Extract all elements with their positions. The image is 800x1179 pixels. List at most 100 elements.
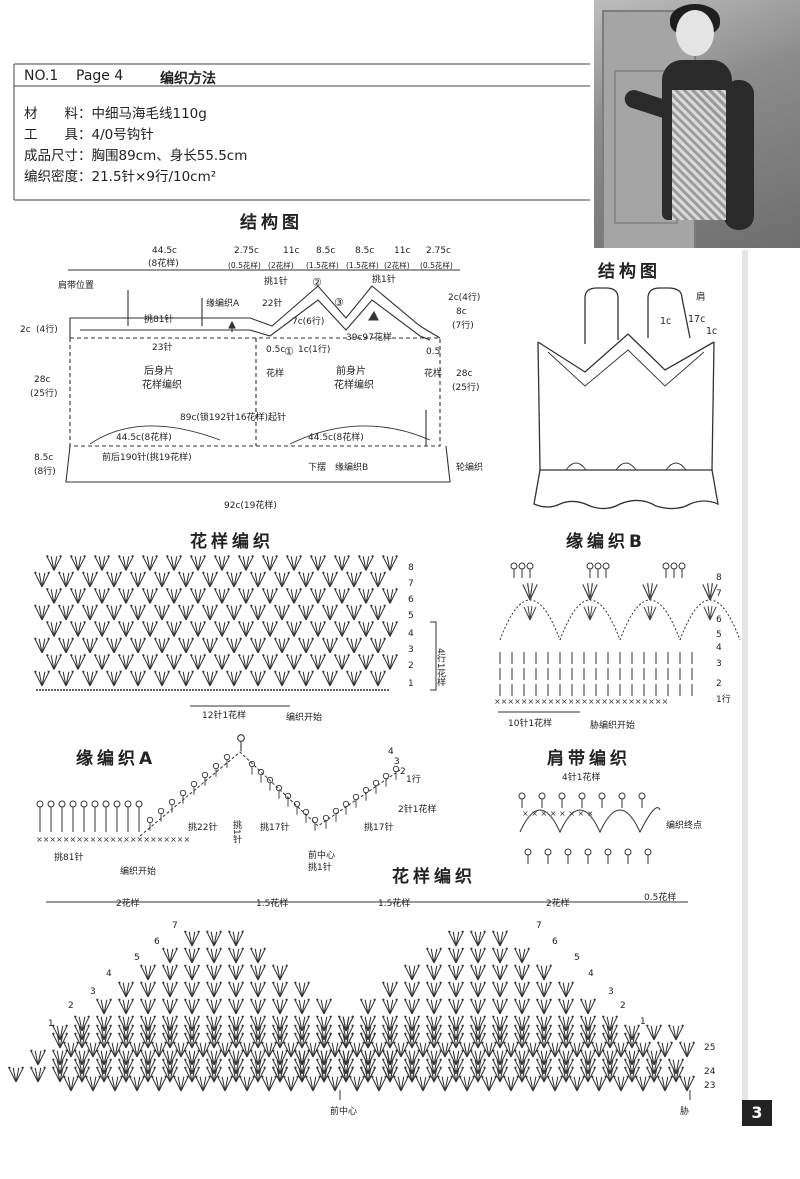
edging-b-chart: ×××××××××××××××××××××××××× bbox=[494, 562, 741, 706]
pattern-2-dim-0: 2花样 bbox=[116, 897, 140, 909]
strap-repeat: 4针1花样 bbox=[562, 771, 600, 783]
page-number: 3 bbox=[742, 1100, 772, 1126]
num-1: ① bbox=[284, 345, 294, 358]
dim-17c: 17c bbox=[688, 314, 705, 325]
dim-85c: 8.5c bbox=[34, 453, 53, 463]
pattern-1-start: 编织开始 bbox=[286, 711, 322, 723]
strap-chart: × × × × × × × × bbox=[518, 792, 661, 865]
header-method: 编织方法 bbox=[160, 71, 216, 87]
edging-a-row-2: 2 bbox=[400, 767, 406, 777]
edging-b-row-4: 4 bbox=[716, 643, 722, 653]
pattern-2-row-24: 24 bbox=[704, 1067, 716, 1077]
edging-b-start: 胁编织开始 bbox=[590, 719, 635, 731]
dim-top-0: 2.75c bbox=[234, 246, 259, 256]
material-row: 成品尺寸：胸围89cm、身长55.5cm bbox=[24, 148, 248, 164]
edging-b-repeat: 10针1花样 bbox=[508, 717, 552, 729]
dim-top-4: 11c bbox=[394, 246, 410, 256]
material-row: 工 具：4/0号钩针 bbox=[24, 127, 154, 143]
pattern-1-repeat: 12针1花样 bbox=[202, 709, 246, 721]
total-92c: 92c(19花样) bbox=[224, 499, 277, 511]
pattern-2-right-row-4: 4 bbox=[588, 969, 594, 979]
pattern-2-right-row-2: 2 bbox=[620, 1001, 626, 1011]
left-width-repeats: (8花样) bbox=[148, 257, 179, 269]
pick-1a: 挑1针 bbox=[264, 275, 288, 287]
edging-a-start: 编织开始 bbox=[120, 865, 156, 877]
dim-2c-rows: (4行) bbox=[36, 323, 58, 335]
title-structure-small: 结构图 bbox=[598, 262, 661, 282]
edging-b-row-3: 3 bbox=[716, 659, 722, 669]
small-structure-diagram bbox=[533, 287, 719, 510]
pick-190: 前后190针(挑19花样) bbox=[102, 451, 192, 463]
pattern-2-dim-2: 1.5花样 bbox=[378, 897, 410, 909]
edging-a-pick81: 挑81针 bbox=[54, 851, 83, 863]
material-row: 材 料：中细马海毛线110g bbox=[24, 106, 207, 122]
edging-b-row-1: 1行 bbox=[716, 693, 731, 705]
pattern-2-labels: 2花样 1.5花样 1.5花样 2花样 0.5花样 7 6 5 4 3 2 1 … bbox=[46, 891, 716, 1117]
left-width: 44.5c bbox=[152, 246, 177, 256]
pattern-2-chart bbox=[7, 930, 696, 1100]
pattern-2-right-row-7: 7 bbox=[536, 921, 542, 931]
dim-28c-right-rows: (25行) bbox=[452, 381, 479, 393]
side-pattern-2: 花样 bbox=[424, 367, 442, 379]
dim-top-5: 2.75c bbox=[426, 246, 451, 256]
pattern-2-dim-1: 1.5花样 bbox=[256, 897, 288, 909]
dim-sub-1: (2花样) bbox=[268, 260, 294, 270]
title-pattern-1: 花样编织 bbox=[190, 532, 274, 552]
pattern-2-right-row-6: 6 bbox=[552, 937, 558, 947]
pattern-2-left-row-7: 7 bbox=[172, 921, 178, 931]
dim-top-2: 8.5c bbox=[316, 246, 335, 256]
edging-a-chart: ××××××××××××××××××××××× bbox=[36, 734, 401, 844]
dim-1c-b: 1c bbox=[706, 326, 717, 337]
dim-sub-5: (0.5花样) bbox=[420, 260, 453, 270]
num-2: ② bbox=[312, 276, 322, 289]
side-pattern-1: 花样 bbox=[266, 367, 284, 379]
pattern-1-row-8: 8 bbox=[408, 563, 414, 573]
pattern-1-row-5: 5 bbox=[408, 611, 414, 621]
front-pattern: 花样编织 bbox=[334, 378, 374, 391]
front-piece: 前身片 bbox=[336, 364, 366, 377]
pattern-1-bracket: 4行1花样 bbox=[435, 648, 446, 687]
pattern-1-chart bbox=[33, 554, 399, 687]
edging-a-pick17b: 挑17针 bbox=[364, 821, 393, 833]
pattern-2-row-25: 25 bbox=[704, 1043, 715, 1053]
edging-a-row-3: 3 bbox=[394, 757, 400, 767]
pattern-2-row-23: 23 bbox=[704, 1081, 715, 1091]
dim-2c: 2c bbox=[20, 325, 31, 335]
strap-end: 编织终点 bbox=[666, 819, 702, 831]
model-photo bbox=[594, 0, 800, 248]
c1: 1c(1行) bbox=[298, 343, 330, 355]
edging-a-repeat: 2针1花样 bbox=[398, 803, 436, 815]
edging-b-row-8: 8 bbox=[716, 573, 722, 583]
dim-sub-3: (1.5花样) bbox=[346, 260, 379, 270]
pick-1b: 挑1针 bbox=[372, 273, 396, 285]
shoulder-label: 肩 bbox=[696, 291, 706, 303]
title-edging-a: 缘编织A bbox=[76, 749, 157, 769]
material-row: 编织密度：21.5针×9行/10cm² bbox=[24, 169, 217, 185]
pick-22: 22针 bbox=[262, 297, 282, 309]
edging-b-row-5: 5 bbox=[716, 630, 722, 640]
svg-text:×××××××××××××××××××××××: ××××××××××××××××××××××× bbox=[36, 835, 190, 844]
edging-b-labels: 8 7 6 5 4 3 2 1行 10针1花样 胁编织开始 bbox=[498, 573, 731, 731]
structure-diagram bbox=[65, 269, 460, 483]
pattern-1-row-3: 3 bbox=[408, 645, 414, 655]
dim-8c: 8c bbox=[456, 307, 467, 317]
structure-labels: 2.75c 11c 8.5c 8.5c 11c 2.75c (0.5花样) (2… bbox=[20, 246, 483, 511]
round-knit: 轮编织 bbox=[456, 461, 483, 473]
dim-sub-0: (0.5花样) bbox=[228, 260, 261, 270]
edging-a-label: 缘编织A bbox=[206, 297, 240, 309]
pattern-1-row-4: 4 bbox=[408, 629, 414, 639]
header-no: NO.1 bbox=[24, 68, 59, 84]
pattern-2-right-row-1: 1 bbox=[640, 1017, 646, 1027]
width-445-b: 44.5c(8花样) bbox=[308, 431, 364, 443]
side-stripe bbox=[742, 250, 748, 1100]
dim-28c-right: 28c bbox=[456, 369, 472, 379]
edging-a-pick17a: 挑17针 bbox=[260, 821, 289, 833]
pattern-2-left-row-4: 4 bbox=[106, 969, 112, 979]
pattern-2-side: 胁 bbox=[680, 1106, 689, 1117]
pattern-1-row-1: 1 bbox=[408, 679, 414, 689]
edging-b-row-7: 7 bbox=[716, 589, 722, 599]
back-piece: 后身片 bbox=[144, 364, 174, 377]
dim-1c-a: 1c bbox=[660, 316, 671, 327]
edging-a-labels: 4 3 2 1行 挑81针 编织开始 挑22针 挑1针 挑17针 挑17针 前中… bbox=[54, 747, 436, 877]
